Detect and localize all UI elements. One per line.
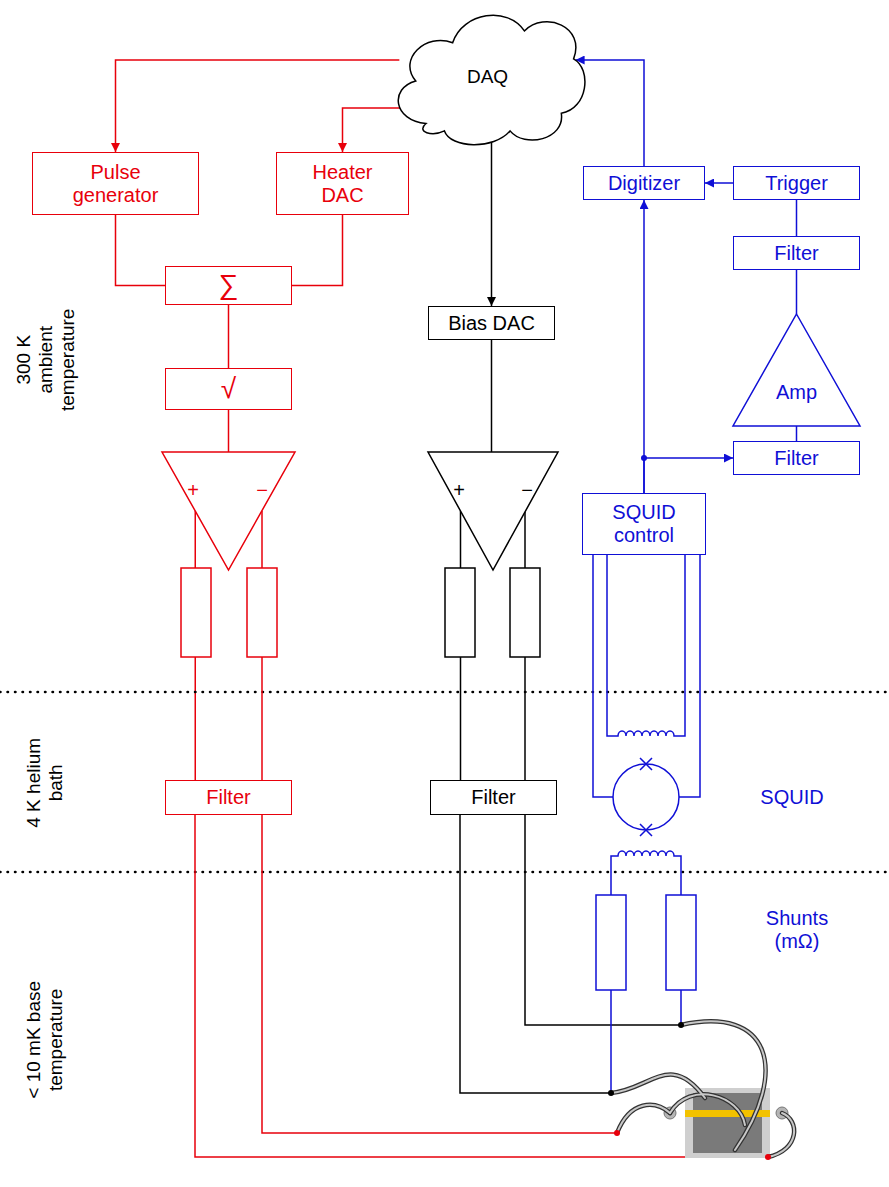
node-text: Amp	[776, 381, 817, 404]
filter-box: Filter	[733, 236, 860, 270]
node-text: Trigger	[765, 172, 828, 195]
stage-label: < 10 mK base temperature	[23, 965, 67, 1115]
connector	[796, 200, 798, 236]
resistor-symbol	[247, 568, 277, 657]
process-box: Digitizer	[583, 166, 705, 200]
connector	[228, 410, 230, 452]
node-text: Filter	[471, 786, 515, 809]
node-text: ∑	[219, 269, 239, 301]
node-text: −	[256, 479, 268, 502]
connector	[292, 215, 343, 286]
connector	[228, 305, 230, 368]
connector	[116, 215, 166, 286]
op-amp-outline	[162, 452, 295, 570]
node-text: Bias DAC	[448, 312, 535, 335]
sum-box: ∑	[165, 266, 292, 305]
amplifier-outline	[733, 314, 860, 426]
bond-wire	[768, 1113, 794, 1157]
process-box: Pulse generator	[32, 152, 199, 215]
node-text: Filter	[206, 786, 250, 809]
feedback-coil	[607, 555, 685, 736]
node-text: +	[187, 479, 199, 502]
resistor-symbol	[510, 568, 540, 657]
amplifier: Amp	[733, 314, 860, 426]
connector	[116, 60, 400, 152]
squid-loop	[613, 764, 679, 830]
bond-wire	[670, 1094, 745, 1125]
node-text: +	[453, 479, 465, 502]
connector	[643, 200, 645, 493]
node-text: Filter	[774, 242, 818, 265]
shunt-resistor	[666, 895, 696, 990]
process-box: Bias DAC	[428, 306, 555, 340]
daq-cloud: DAQ	[385, 3, 590, 150]
wire	[460, 815, 611, 1093]
stage-label: 4 K helium bath	[23, 733, 67, 833]
wire	[525, 815, 681, 1025]
node-text: Digitizer	[608, 172, 680, 195]
wire	[679, 555, 700, 797]
shunt-resistor	[596, 895, 626, 990]
node-text: √	[221, 373, 236, 405]
node-text: −	[521, 479, 533, 502]
stage-divider	[0, 871, 889, 874]
connector	[705, 182, 733, 184]
connector	[644, 458, 733, 493]
wire	[195, 815, 768, 1157]
junction-dot	[765, 1154, 771, 1160]
filter-box: Filter	[733, 441, 860, 475]
connector	[576, 60, 644, 166]
josephson-junction	[640, 824, 652, 836]
op-amp-outline	[428, 452, 558, 570]
resistor-symbol	[181, 568, 211, 657]
process-box: SQUID control	[582, 493, 706, 555]
detector	[664, 1088, 788, 1158]
connector	[491, 340, 493, 452]
node-text: SQUID control	[597, 501, 691, 547]
connector	[796, 270, 798, 314]
wire	[593, 555, 613, 797]
node-text: Pulse generator	[47, 161, 184, 207]
junction-dot	[614, 1130, 620, 1136]
daq-cloud-outline	[398, 15, 585, 144]
op-amp-outline	[162, 452, 295, 570]
bond-wire	[617, 1105, 670, 1133]
filter-box: Filter	[430, 780, 557, 815]
amplifier-outline	[733, 314, 860, 426]
op-amp: +−	[162, 452, 295, 570]
junction-dot	[678, 1022, 684, 1028]
connector	[796, 426, 798, 441]
component-label: SQUID	[742, 786, 842, 809]
node-text: Heater DAC	[291, 161, 394, 207]
resistor-symbol	[445, 568, 475, 657]
filter-box: Filter	[165, 780, 292, 815]
josephson-junction	[640, 758, 652, 770]
node-text: DAQ	[467, 66, 508, 88]
connector	[343, 108, 410, 152]
junction-dot	[641, 455, 647, 461]
junction-dot	[608, 1090, 614, 1096]
op-amp: +−	[428, 452, 558, 570]
connector	[491, 141, 493, 306]
process-box: Trigger	[733, 166, 860, 200]
stage-label: 300 K ambient temperature	[12, 307, 78, 412]
node-text: Filter	[774, 447, 818, 470]
wire	[262, 815, 617, 1133]
sqrt-box: √	[165, 368, 292, 410]
op-amp-outline	[428, 452, 558, 570]
process-box: Heater DAC	[276, 152, 409, 215]
component-label: Shunts (mΩ)	[758, 907, 836, 953]
stage-divider	[0, 691, 889, 694]
